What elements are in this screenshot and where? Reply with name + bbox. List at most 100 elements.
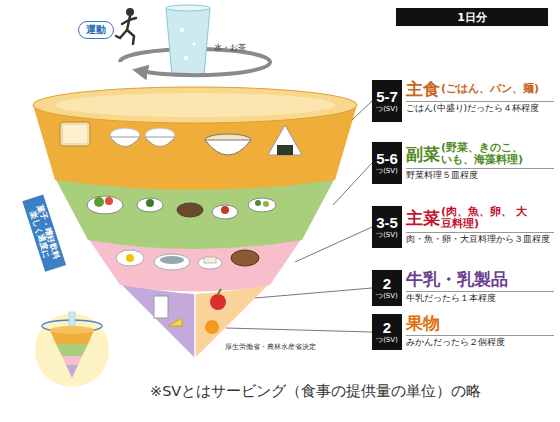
side-dish-foods [105,197,113,205]
staple-foods [63,125,87,143]
mini-top-icon [69,312,75,326]
fruit-dairy-tier [120,283,195,358]
staple-foods [60,122,302,155]
serving-heading-row: 主食(ごはん、パン、麺) [406,80,554,99]
main-dish-foods [154,254,190,270]
serving-box: 2 つ(SV) [372,314,402,350]
runner-figure [129,18,136,20]
mini-top-icon [35,312,109,387]
mini-top-icon [56,344,88,356]
side-dish-foods [248,198,276,212]
text-label: 牛乳だったら１本程度 [406,291,554,303]
main-dish-foods [231,250,259,266]
main-dish-foods [198,257,222,269]
side-dish-foods [94,197,104,207]
serving-group: 5-7 つ(SV) 主食(ごはん、パン、麺) ごはん(中盛り)だったら４杯程度 [372,80,554,122]
text-label: つ(SV) [376,337,398,345]
leader-lines [255,288,372,298]
serving-heading-row: 牛乳・乳製品 [406,270,554,289]
side-dish-foods [137,198,163,212]
serving-box: 2 つ(SV) [372,270,402,306]
leader-lines [226,101,372,332]
main-dish-foods [116,250,144,266]
water-glass [184,56,188,60]
serving-text-column: 主食(ごはん、パン、麺) ごはん(中盛り)だったら４杯程度 [406,80,554,113]
text-label: 牛乳・乳製品 [406,270,508,289]
side-dish-foods [221,206,229,214]
text-label: ごはん(中盛り)だったら４杯程度 [406,101,554,113]
runner-figure [127,16,130,30]
fruit-dairy-tier [194,294,196,358]
main-dish-foods [160,256,184,264]
text-label: 肉・魚・卵・大豆料理から３皿程度 [406,232,554,244]
text-label: つ(SV) [376,106,398,114]
main-dish-foods [204,257,216,263]
header-bar: 1日分 [396,8,548,26]
mini-top-icon [50,326,94,334]
dairy-fruit-foods [154,296,168,318]
main-dish-foods [116,250,259,270]
serving-heading-row: 果物 [406,314,554,333]
text-label: 野菜料理５皿程度 [406,168,554,180]
dairy-fruit-foods [210,294,226,310]
dairy-fruit-foods [218,289,221,294]
staple-foods [110,137,140,147]
serving-group: 2 つ(SV) 果物みかんだったら２個程度 [372,314,554,350]
text-label: 3-5 [376,215,398,230]
water-glass [166,5,210,11]
side-dish-foods [177,203,203,217]
text-label: つ(SV) [376,168,398,176]
leader-lines [226,328,372,332]
text-label: つ(SV) [376,293,398,301]
leader-lines [352,101,372,120]
side-dish-foods [263,201,269,207]
serving-group: 2 つ(SV) 牛乳・乳製品牛乳だったら１本程度 [372,270,554,306]
serving-heading-row: 副菜(野菜、きのこ、 いも、海藻料理) [406,142,554,166]
serving-text-column: 主菜(肉、魚、卵、 大豆料理) 肉・魚・卵・大豆料理から３皿程度 [406,206,554,245]
text-label: (ごはん、パン、麺) [441,83,539,95]
serving-box: 5-6 つ(SV) [372,142,402,184]
staple-foods [277,145,293,155]
water-glass [166,5,210,76]
staple-tier [33,87,357,123]
text-label: 果物 [406,314,440,333]
side-dish-foods [87,196,123,214]
mini-top-icon [35,313,109,387]
text-label: 5-6 [376,151,398,166]
text-label: 主食 [406,80,440,99]
side-dish-foods [146,199,154,207]
serving-text-column: 牛乳・乳製品牛乳だったら１本程度 [406,270,554,303]
runner-figure [127,30,134,44]
text-label: 菓子・嗜好飲料 楽しく適度に [28,204,61,260]
caption: ※SVとはサービング（食事の提供量の単位）の略 [150,382,481,401]
serving-heading-row: 主菜(肉、魚、卵、 大豆料理) [406,206,554,230]
water-glass [180,28,184,32]
text-label: 2 [383,320,391,335]
text-label: (肉、魚、卵、 大豆料理) [441,206,529,230]
serving-box: 3-5つ(SV) [372,206,402,248]
note-label: 水・お茶 [214,42,246,53]
serving-box: 5-7 つ(SV) [372,80,402,122]
leader-lines [295,227,372,262]
serving-group: 3-5つ(SV)主菜(肉、魚、卵、 大豆料理) 肉・魚・卵・大豆料理から３皿程度 [372,206,554,248]
text-label: 1日分 [457,10,487,25]
text-label: 運動 [86,24,106,35]
runner-figure [116,8,136,44]
text-label: 5-7 [376,89,398,104]
spin-arrow-front [140,62,270,75]
staple-foods [145,137,175,147]
text-label: 2 [383,276,391,291]
snack-ribbon: 菓子・嗜好飲料 楽しく適度に [22,195,66,272]
dairy-fruit-foods [154,289,226,334]
water-glass [193,43,196,46]
exercise-oval: 運動 [78,21,114,39]
staple-foods [60,122,90,146]
spin-arrow-front [140,62,270,75]
serving-text-column: 果物みかんだったら２個程度 [406,314,554,347]
serving-text-column: 副菜(野菜、きのこ、 いも、海藻料理) 野菜料理５皿程度 [406,142,554,181]
mini-top-icon [62,356,82,365]
dairy-fruit-foods [205,320,219,334]
text-label: 副菜 [406,145,440,164]
staple-foods [205,140,251,155]
